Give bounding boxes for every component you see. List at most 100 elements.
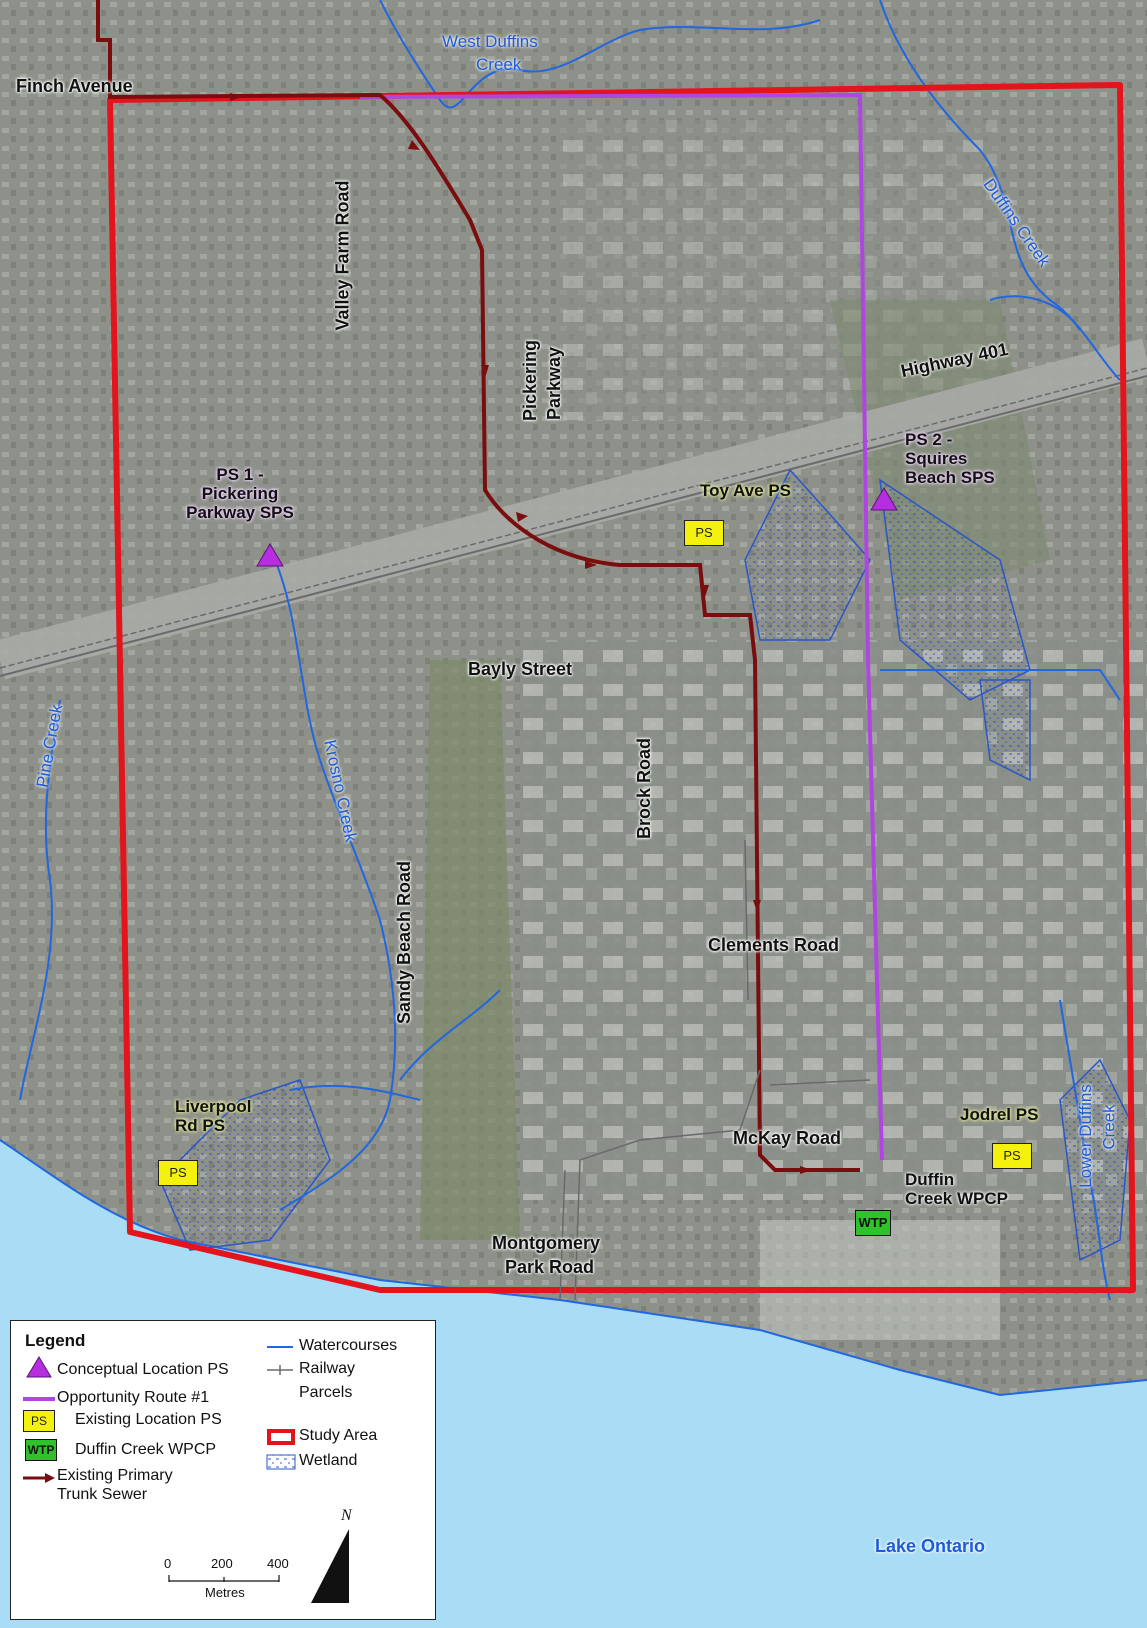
road-label-pickering-parkway-2: Parkway [544, 346, 565, 421]
ps2-label-line2: Squires [905, 449, 968, 468]
scale-label-0: 0 [164, 1556, 172, 1571]
wpcp-plant [760, 1220, 1000, 1340]
scale-label-200: 200 [211, 1556, 233, 1571]
tributary-1 [399, 989, 501, 1081]
road-label-sandy-beach: Sandy Beach Road [394, 860, 415, 1025]
trunk-sewer-arrow-8 [800, 1166, 812, 1174]
legend-trunk-sewer-label-2: Trunk Sewer [57, 1486, 148, 1503]
legend-railway-label: Railway [299, 1360, 356, 1377]
legend-existing-ps-label: Existing Location PS [75, 1411, 222, 1428]
legend-title: Legend [25, 1331, 86, 1350]
water-label-west-duffins-1: West Duffins [442, 32, 538, 51]
trunk-sewer-arrow-4 [516, 512, 528, 522]
jodrel-ps-label: Jodrel PS [960, 1105, 1039, 1124]
railway-main [0, 375, 1147, 677]
scale-label-400: 400 [267, 1556, 289, 1571]
watercourses [19, 0, 1121, 1301]
highway-401 [0, 338, 1147, 680]
wpcp-label: Duffin Creek WPCP [905, 1170, 1045, 1208]
road-label-valley-farm: Valley Farm Road [332, 180, 353, 331]
shoreline [0, 1139, 1147, 1397]
trunk-sewer-arrow-2 [408, 140, 420, 150]
railway-spur-3 [559, 1169, 566, 1301]
legend-wetland-icon [266, 1454, 296, 1470]
tributary-2 [289, 1084, 421, 1101]
legend-wetland-label: Wetland [299, 1452, 358, 1469]
ps2-label-line1: PS 2 - [905, 430, 953, 449]
water-label-west-duffins-2: Creek [476, 55, 522, 74]
road-label-mckay: McKay Road [733, 1128, 842, 1148]
legend-study-area-label: Study Area [299, 1427, 378, 1444]
road-label-pickering-parkway-1: Pickering [520, 339, 541, 422]
legend-wtp-badge: WTP [25, 1439, 57, 1461]
road-label-brock: Brock Road [634, 737, 655, 840]
study-area-boundary [107, 82, 1136, 1293]
legend-conceptual-ps-label: Conceptual Location PS [57, 1361, 229, 1378]
krosno-creek [274, 559, 397, 1211]
ps1-label-line3: Parkway SPS [186, 503, 294, 522]
west-duffins-creek [379, 0, 821, 109]
water-label-lower-duffins-1: Lower Duffins [1075, 1084, 1095, 1188]
legend-study-area-icon [267, 1429, 295, 1445]
liverpool-ps-label-line1: Liverpool [175, 1097, 252, 1116]
railway-spur-2 [769, 1079, 871, 1086]
legend-ps-badge: PS [23, 1410, 55, 1432]
wetland-mid [979, 679, 1031, 782]
industrial-area [520, 640, 1147, 1200]
legend-symbols [23, 1346, 349, 1603]
water-label-lake-ontario: Lake Ontario [875, 1536, 986, 1556]
toy-ave-ps-label: Toy Ave PS [700, 481, 792, 500]
ps1-label: PS 1 - Pickering Parkway SPS [185, 465, 295, 522]
scale-unit-label: Metres [205, 1585, 245, 1600]
road-label-clements: Clements Road [708, 935, 840, 955]
north-arrow-icon [311, 1529, 349, 1603]
liverpool-ps-badge[interactable]: PS [158, 1160, 198, 1186]
liverpool-ps-label-line2: Rd PS [175, 1116, 226, 1135]
pine-creek [19, 699, 61, 1101]
road-label-bayly: Bayly Street [468, 659, 573, 679]
trunk-sewer-arrow-3 [481, 365, 489, 378]
ps1-label-line2: Pickering [201, 484, 279, 503]
ps1-label-line1: PS 1 - [216, 465, 264, 484]
ps2-triangle-icon [870, 487, 898, 511]
legend-wpcp-label: Duffin Creek WPCP [75, 1441, 217, 1458]
trunk-sewer-arrow-5 [585, 561, 597, 569]
trunk-sewer-arrow-1 [230, 93, 242, 101]
wpcp-label-line1: Duffin [905, 1170, 955, 1189]
wetland-liverpool [159, 1079, 331, 1251]
existing-trunk-sewer [96, 0, 860, 1172]
railway-spurs [559, 839, 871, 1301]
water-label-lower-duffins-2: Creek [1099, 1104, 1119, 1150]
trunk-sewer-arrow-7 [753, 900, 761, 912]
legend-parcels-label: Parcels [299, 1384, 353, 1401]
lower-duffins-creek [1059, 999, 1111, 1301]
legend: Legend Conceptual Location PS Opportunit… [10, 1320, 436, 1620]
wtp-badge[interactable]: WTP [855, 1210, 891, 1236]
road-label-montgomery-1: Montgomery [492, 1233, 600, 1253]
road-label-montgomery-2: Park Road [505, 1257, 595, 1277]
ps2-label: PS 2 - Squires Beach SPS [905, 430, 1015, 487]
legend-watercourses-label: Watercourses [299, 1337, 398, 1354]
north-arrow-label: N [341, 1507, 352, 1524]
wpcp-label-line2: Creek WPCP [905, 1189, 1008, 1208]
legend-trunk-sewer-label-1: Existing Primary [57, 1467, 173, 1484]
tributary-4 [989, 295, 1081, 331]
toy-ave-ps-badge[interactable]: PS [684, 520, 724, 546]
road-label-finch: Finch Avenue [16, 76, 133, 96]
ps2-label-line3: Beach SPS [905, 468, 995, 487]
legend-opportunity-route-label: Opportunity Route #1 [57, 1389, 210, 1406]
railway-spur-1 [574, 1069, 761, 1301]
jodrel-ps-badge[interactable]: PS [992, 1143, 1032, 1169]
tributary-3 [880, 669, 1121, 701]
duffins-creek [879, 0, 1121, 381]
railway-spur-4 [744, 839, 749, 1001]
opportunity-route [359, 92, 884, 1161]
wetland-toy [744, 468, 871, 641]
ps1-triangle-icon [256, 543, 284, 567]
green-corridor [420, 660, 520, 1240]
legend-conceptual-ps-icon [26, 1356, 52, 1378]
legend-trunk-sewer-arrow [45, 1473, 55, 1483]
liverpool-ps-label: Liverpool Rd PS [175, 1097, 265, 1135]
trunk-sewer-arrow-6 [701, 585, 709, 597]
